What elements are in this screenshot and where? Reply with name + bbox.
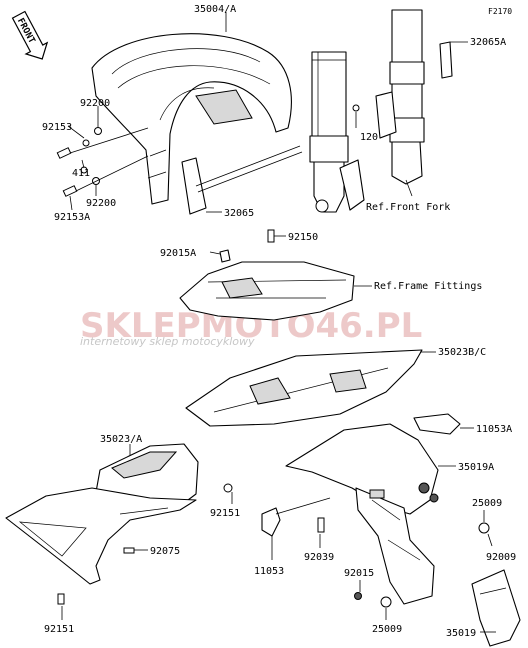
side-cowl — [5, 443, 199, 585]
label-92200-top: 92200 — [80, 98, 110, 109]
leader-lines — [61, 12, 496, 633]
part-labels: 35004/A 32065A 92200 92153 120 411 92200… — [42, 4, 516, 639]
label-92151-bottom: 92151 — [44, 624, 74, 635]
label-92015a: 92015A — [160, 248, 196, 259]
front-arrow-icon: FRONT — [11, 10, 49, 60]
label-35023bc: 35023B/C — [438, 347, 486, 358]
label-11053a: 11053A — [476, 424, 512, 435]
inner-cowl — [185, 349, 423, 427]
label-92153: 92153 — [42, 122, 72, 133]
label-ref-frame-fittings: Ref.Frame Fittings — [374, 281, 482, 292]
label-92015: 92015 — [344, 568, 374, 579]
front-fender — [91, 33, 292, 205]
front-fork-left — [309, 51, 365, 213]
bracket-11053 — [261, 497, 331, 537]
front-fork-right — [375, 9, 453, 185]
label-ref-front-fork: Ref.Front Fork — [366, 202, 450, 213]
diagram-code: F2170 — [488, 7, 512, 16]
label-92039: 92039 — [304, 552, 334, 563]
rear-fender — [285, 423, 439, 605]
label-35004a: 35004/A — [194, 4, 236, 15]
bracket-11053a — [413, 413, 461, 435]
label-35019a: 35019A — [458, 462, 494, 473]
watermark-tagline: internetowy sklep motocyklowy — [80, 335, 255, 348]
label-120: 120 — [360, 132, 378, 143]
label-35023a: 35023/A — [100, 434, 142, 445]
label-92153a: 92153A — [54, 212, 90, 223]
label-92200-bottom: 92200 — [86, 198, 116, 209]
label-25009-bottom: 25009 — [372, 624, 402, 635]
label-25009-top: 25009 — [472, 498, 502, 509]
label-92150: 92150 — [288, 232, 318, 243]
label-92075: 92075 — [150, 546, 180, 557]
label-92151-mid: 92151 — [210, 508, 240, 519]
label-35019: 35019 — [446, 628, 476, 639]
under-tray — [179, 249, 355, 321]
label-411: 411 — [72, 168, 90, 179]
label-92009: 92009 — [486, 552, 516, 563]
label-32065: 32065 — [224, 208, 254, 219]
mud-flap — [471, 569, 521, 647]
fender-brace — [181, 145, 303, 215]
label-32065a: 32065A — [470, 37, 506, 48]
label-11053: 11053 — [254, 566, 284, 577]
